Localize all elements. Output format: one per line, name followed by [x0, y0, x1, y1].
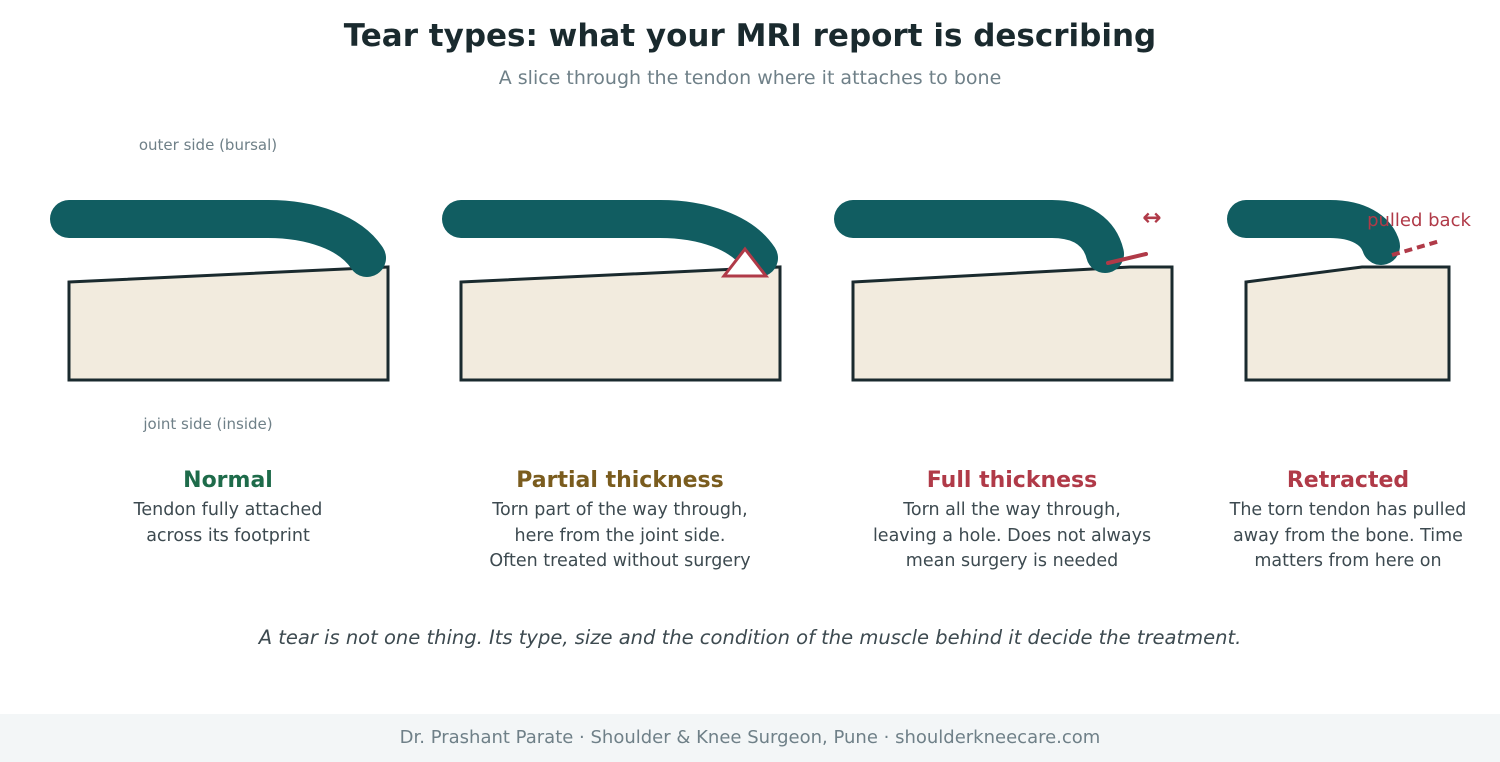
- card-title: Normal: [183, 468, 273, 493]
- card-partial-thickness: Partial thickness Torn part of the way t…: [450, 466, 790, 575]
- inner-side-label: joint side (inside): [142, 415, 272, 433]
- description-line: Often treated without surgery: [489, 551, 751, 571]
- card-description: The torn tendon has pulled away from the…: [1208, 498, 1488, 575]
- card-title: Partial thickness: [516, 468, 724, 493]
- tendon-diagram: outer side (bursal) joint side (inside) …: [50, 136, 1471, 433]
- outer-side-label: outer side (bursal): [139, 136, 277, 154]
- bone-block: [67, 265, 390, 382]
- footer-credit: Dr. Prashant Parate · Shoulder & Knee Su…: [0, 714, 1500, 762]
- bone-block: [851, 265, 1174, 382]
- panel-full-thickness: ↔: [834, 200, 1174, 382]
- panel-partial-thickness: [442, 200, 782, 382]
- panel-retracted: pulled back: [1227, 200, 1471, 382]
- page-title: Tear types: what your MRI report is desc…: [343, 18, 1157, 54]
- description-line: Tendon fully attached: [133, 500, 323, 520]
- card-full-thickness: Full thickness Torn all the way through,…: [842, 466, 1182, 575]
- description-line: matters from here on: [1254, 551, 1442, 571]
- card-description: Torn all the way through, leaving a hole…: [842, 498, 1182, 575]
- card-description: Torn part of the way through, here from …: [450, 498, 790, 575]
- tendon-band: [1227, 200, 1400, 265]
- tendon-band: [50, 200, 386, 277]
- description-line: here from the joint side.: [514, 525, 726, 546]
- tendon-band: [834, 200, 1124, 273]
- card-title: Full thickness: [926, 468, 1098, 493]
- description-line: Torn all the way through,: [903, 500, 1121, 520]
- card-description: Tendon fully attached across its footpri…: [78, 498, 378, 549]
- panel-normal: [50, 200, 390, 382]
- card-retracted: Retracted The torn tendon has pulled awa…: [1208, 466, 1488, 575]
- description-line: leaving a hole. Does not always: [872, 525, 1152, 546]
- takeaway-note: A tear is not one thing. Its type, size …: [258, 626, 1242, 649]
- card-normal: Normal Tendon fully attached across its …: [78, 466, 378, 549]
- description-line: Torn part of the way through,: [492, 500, 748, 520]
- card-title: Retracted: [1286, 468, 1410, 493]
- pulled-back-label: pulled back: [1367, 210, 1471, 231]
- tear-gap-line: [1106, 252, 1148, 265]
- bone-block: [459, 265, 782, 382]
- description-line: across its footprint: [146, 525, 310, 546]
- bone-block: [1244, 265, 1451, 382]
- retraction-dashed-line: [1391, 239, 1441, 257]
- double-arrow-icon: ↔: [1142, 205, 1161, 231]
- description-line: away from the bone. Time: [1233, 525, 1463, 546]
- tendon-band: [442, 200, 778, 277]
- page-subtitle: A slice through the tendon where it atta…: [498, 67, 1002, 89]
- partial-tear-marker-icon: [720, 246, 770, 278]
- description-line: The torn tendon has pulled: [1229, 500, 1467, 520]
- description-line: mean surgery is needed: [905, 551, 1119, 571]
